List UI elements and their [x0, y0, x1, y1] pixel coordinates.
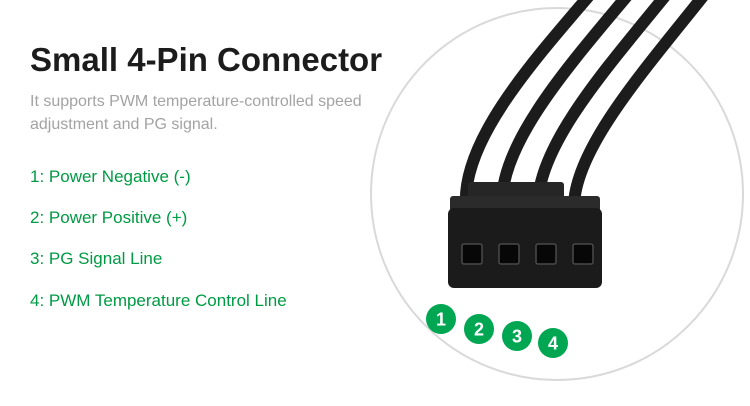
pin-badge-1	[426, 304, 456, 334]
pin-list: 1: Power Negative (-) 2: Power Positive …	[30, 167, 410, 312]
connector-housing	[448, 208, 602, 288]
pin-list-item-2: 2: Power Positive (+)	[30, 208, 188, 228]
pin-hole-4	[572, 243, 594, 265]
pin-badge-2	[464, 314, 494, 344]
pin-badge-3-label: 3	[512, 327, 522, 347]
pin-hole-3	[535, 243, 557, 265]
pin-badge-3	[502, 321, 532, 351]
pin-badge-4	[538, 328, 568, 358]
pin-holes	[461, 243, 594, 265]
text-column: Small 4-Pin Connector It supports PWM te…	[30, 41, 410, 332]
wire	[568, 0, 708, 206]
page-title: Small 4-Pin Connector	[30, 41, 383, 78]
wire	[532, 0, 670, 206]
pin-badge-1-label: 1	[436, 310, 446, 330]
wire	[459, 0, 594, 206]
pin-list-item-3: 3: PG Signal Line	[30, 249, 163, 269]
pin-list-item-1: 1: Power Negative (-)	[30, 166, 191, 186]
wires	[459, 0, 708, 206]
pin-badge-4-label: 4	[548, 334, 558, 354]
connector-body	[448, 182, 602, 288]
pin-hole-1	[461, 243, 483, 265]
pin-hole-2	[498, 243, 520, 265]
subtitle: It supports PWM temperature-controlled s…	[30, 93, 362, 134]
pin-badges: 1 2 3 4	[426, 304, 568, 358]
pin-list-item-4: 4: PWM Temperature Control Line	[30, 290, 287, 310]
pin-badge-2-label: 2	[474, 320, 484, 340]
wire	[495, 0, 632, 206]
